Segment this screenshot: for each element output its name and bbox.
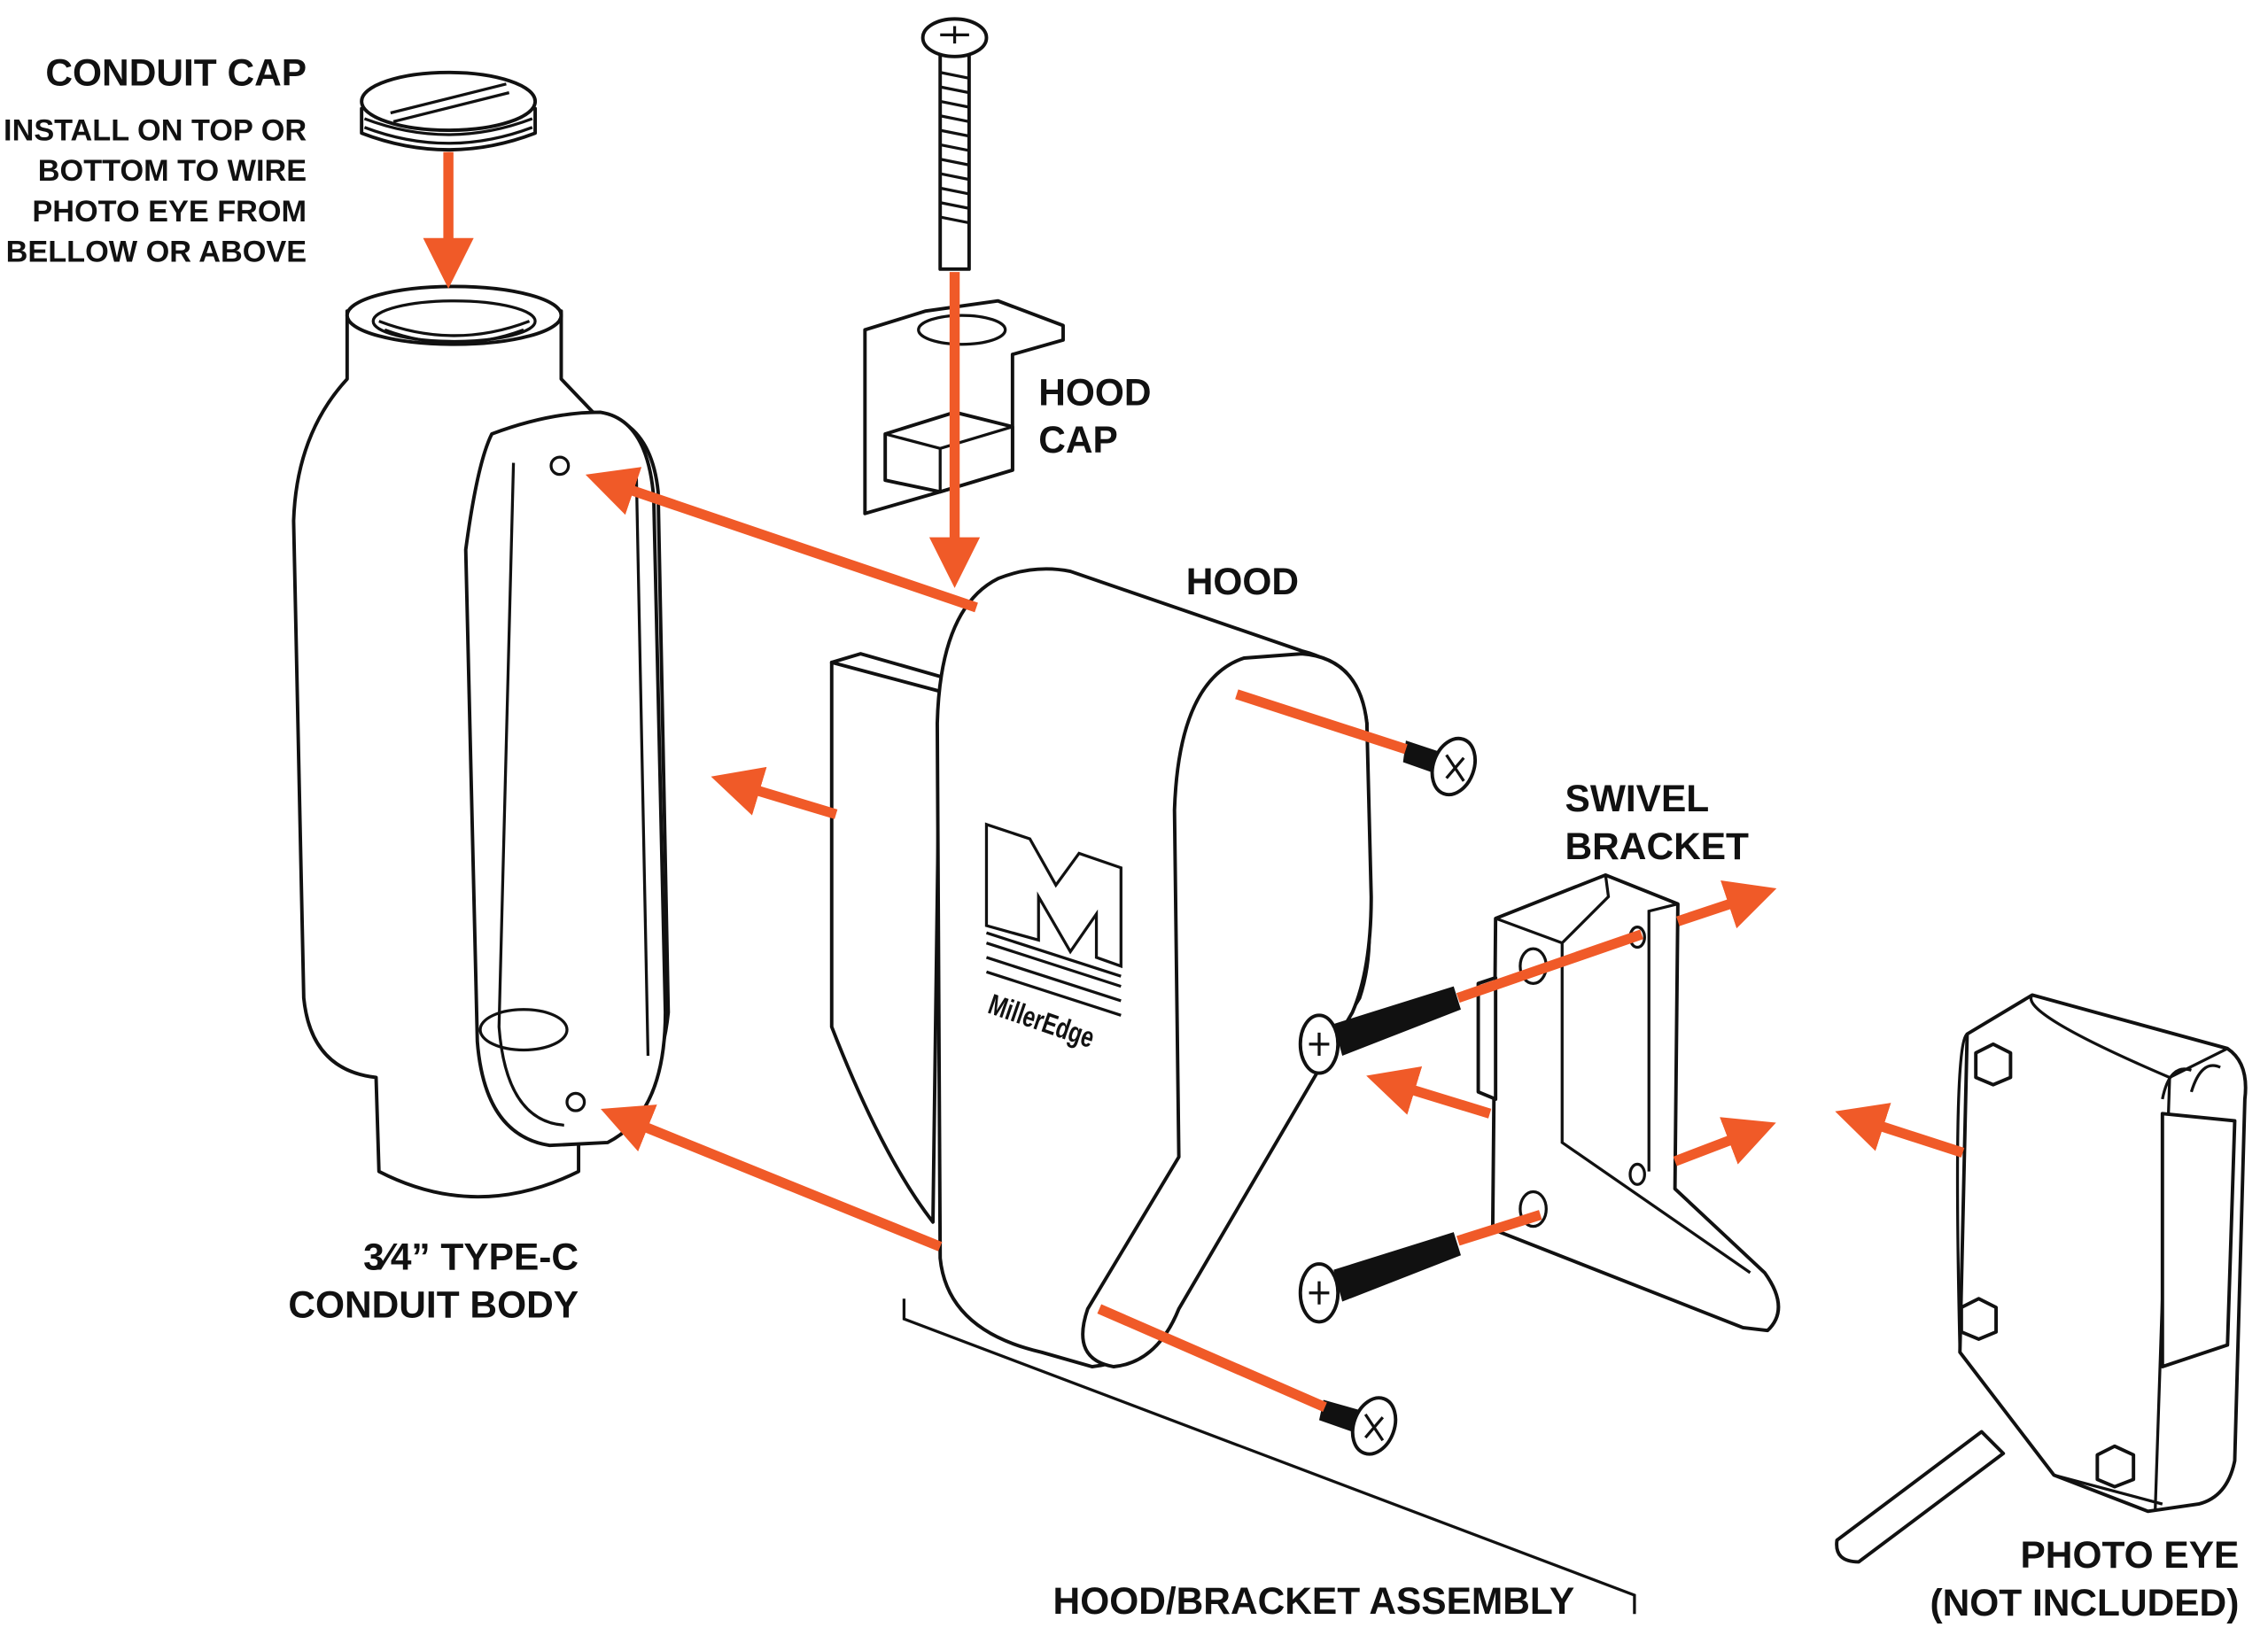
label-conduit-body-line2: CONDUIT BODY: [288, 1284, 579, 1326]
conduit-cap: [360, 70, 538, 152]
screw-line-bottom: [1097, 1304, 1327, 1412]
label-photo-eye-line2: (NOT INCLUDED): [1930, 1582, 2239, 1624]
note-line: BELLOW OR ABOVE: [6, 236, 307, 269]
label-swivel-bracket-line2: BRACKET: [1565, 825, 1750, 867]
note-line: BOTTOM TO WIRE: [38, 154, 307, 188]
conduit-body: [291, 284, 671, 1199]
arrow-hood-to-body-bottom: [601, 1104, 943, 1252]
label-hood-cap-line2: CAP: [1038, 419, 1118, 461]
label-photo-eye-line1: PHOTO EYE: [2021, 1534, 2240, 1576]
hood-screw-bottom: [1318, 1396, 1398, 1456]
note-line: PHOTO EYE FROM: [32, 195, 307, 229]
label-hood-cap-line1: HOOD: [1038, 371, 1151, 413]
label-conduit-cap-note: INSTALL ON TOP OR BOTTOM TO WIRE PHOTO E…: [4, 114, 307, 269]
photo-eye: [1835, 993, 2248, 1564]
hood-cap-screw: [920, 17, 989, 271]
note-line: INSTALL ON TOP OR: [4, 114, 307, 148]
hood-screw-top: [1402, 736, 1477, 797]
arrow-bracket-top-out: [1676, 880, 1777, 929]
arrow-hood-to-body-top: [585, 467, 978, 613]
screw-line-bracket-bottom: [1456, 1210, 1542, 1246]
label-hood-bracket-assembly: HOOD/BRACKET ASSEMBLY: [1053, 1580, 1575, 1622]
arrow-photo-eye-to-bracket: [1835, 1103, 1965, 1158]
bracket-screw-top: [1298, 986, 1461, 1075]
screw-line-bracket-top: [1456, 929, 1643, 1004]
label-swivel-bracket-line1: SWIVEL: [1565, 778, 1710, 819]
label-conduit-cap: CONDUIT CAP: [45, 51, 307, 93]
arrow-bracket-to-hood: [1366, 1066, 1492, 1119]
arrow-bracket-bottom-out: [1673, 1117, 1776, 1166]
assembly-bracket-line: [902, 1298, 1636, 1615]
screw-line-top: [1235, 689, 1408, 755]
hood: MillerEdge: [829, 567, 1373, 1368]
label-conduit-body-line1: 3⁄4” TYPE-C: [363, 1236, 579, 1278]
label-hood: HOOD: [1186, 561, 1299, 602]
arrow-hood-back: [711, 766, 838, 819]
hood-cap: [863, 298, 1065, 515]
bracket-screw-bottom: [1298, 1232, 1461, 1324]
